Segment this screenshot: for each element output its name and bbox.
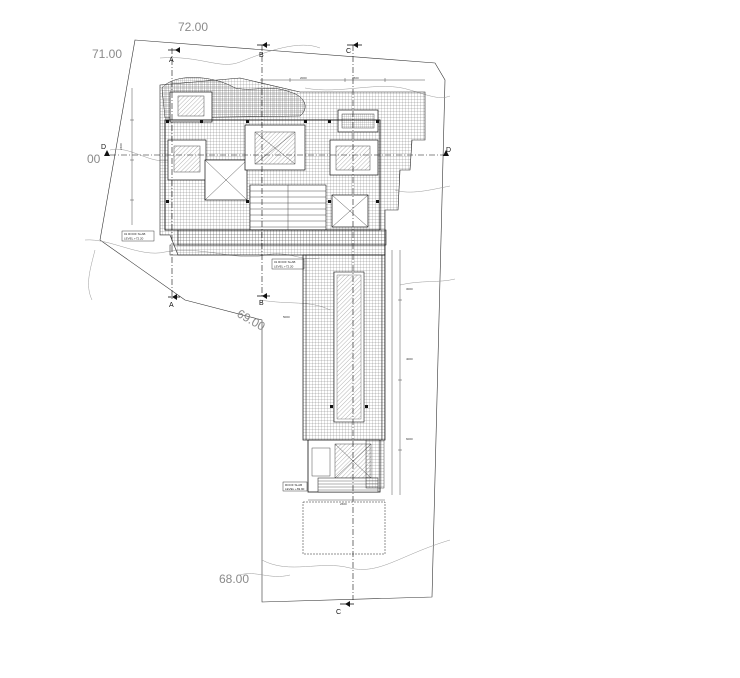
level-note-left-2: LEVEL +72.20 xyxy=(124,237,144,241)
section-label-a-top: A xyxy=(169,57,174,64)
room-w-hatch xyxy=(173,145,201,173)
room-ne-pool xyxy=(341,113,375,129)
contour-label-68: 68.00 xyxy=(219,572,249,586)
stair-treads xyxy=(250,185,326,230)
section-label-b-top: B xyxy=(259,52,264,59)
site-boundary xyxy=(99,39,446,603)
columns-main xyxy=(166,120,379,203)
terrace-strip xyxy=(177,229,387,246)
level-note-bottom-1: ROOF SLAB xyxy=(285,483,302,487)
room-nw-hatch xyxy=(177,95,205,117)
contour-label-71: 71.00 xyxy=(92,47,122,61)
level-note-left-box xyxy=(121,230,155,242)
level-note-bottom-2: LEVEL +69.90 xyxy=(285,487,305,491)
dim-top-1: 3500 xyxy=(352,76,359,80)
level-note-bottom-box xyxy=(282,481,308,492)
contour-label-69: 69.00 xyxy=(235,306,268,333)
section-label-b-bottom: B xyxy=(259,300,264,307)
contour-label-72: 72.00 xyxy=(178,20,208,34)
section-label-d-right: D xyxy=(446,147,451,154)
main-building xyxy=(159,77,426,256)
lap-pool-hatch xyxy=(336,274,362,420)
level-note-mid-1: 01 ROOF SLAB xyxy=(274,260,295,264)
dim-top-2: 2000 xyxy=(300,76,307,80)
dim-right-3: 6000 xyxy=(406,437,413,441)
section-label-d-left: D xyxy=(101,144,106,151)
section-label-a-bottom: A xyxy=(169,302,174,309)
contour-label-70-partial: 00 xyxy=(87,152,101,166)
level-note-left-1: 01 ROOF SLAB xyxy=(124,232,145,236)
section-d-right-arrow-icon xyxy=(443,150,449,156)
dimension-lines xyxy=(130,78,425,501)
pavilion-wc xyxy=(311,447,331,477)
level-note-mid-2: LEVEL +72.20 xyxy=(274,265,294,269)
section-d-left-arrow-icon xyxy=(104,150,110,156)
dim-mid-1: 5000 xyxy=(283,315,290,319)
section-lines xyxy=(110,45,445,600)
dim-right-2: 4000 xyxy=(406,357,413,361)
section-label-c-bottom: C xyxy=(336,609,341,616)
dim-bottom-1: 2600 xyxy=(340,502,347,506)
section-label-c-top: C xyxy=(346,48,351,55)
lawn xyxy=(302,501,386,555)
dim-left-1: 2400 xyxy=(119,143,123,150)
section-arrows xyxy=(104,42,449,607)
dim-right-1: 3000 xyxy=(406,287,413,291)
south-wing xyxy=(302,254,386,555)
